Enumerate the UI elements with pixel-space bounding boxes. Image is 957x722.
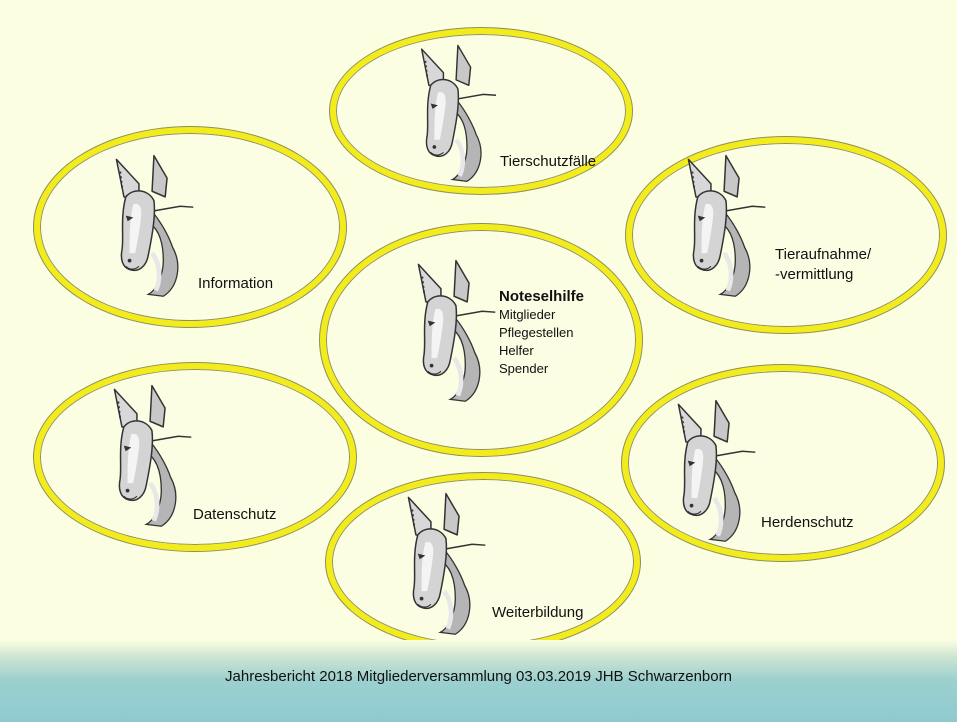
center-line-pflegestellen: Pflegestellen [499, 324, 584, 342]
donkey-head-icon [410, 255, 500, 405]
donkey-head-icon [400, 488, 490, 638]
donkey-head-icon [106, 380, 196, 530]
bubble-label-tierschutzfaelle: Tierschutzfälle [500, 153, 596, 171]
bubble-label-datenschutz: Datenschutz [193, 506, 276, 524]
center-text-block: Noteselhilfe Mitglieder Pflegestellen He… [499, 288, 584, 378]
bubble-label-weiterbildung: Weiterbildung [492, 604, 583, 622]
bubble-label-information: Information [198, 275, 273, 293]
bubble-label-herdenschutz: Herdenschutz [761, 514, 854, 532]
center-line-mitglieder: Mitglieder [499, 306, 584, 324]
donkey-head-icon [412, 40, 502, 185]
bubble-label-tieraufnahme-1: Tieraufnahme/ [775, 246, 871, 264]
center-line-spender: Spender [499, 360, 584, 378]
donkey-head-icon [108, 150, 198, 300]
bubble-tieraufnahme [626, 137, 946, 333]
center-line-helfer: Helfer [499, 342, 584, 360]
footer-text: Jahresbericht 2018 Mitgliederversammlung… [0, 668, 957, 685]
bubble-label-tieraufnahme-2: -vermittlung [775, 266, 853, 284]
donkey-head-icon [680, 150, 770, 300]
center-title: Noteselhilfe [499, 288, 584, 306]
donkey-head-icon [670, 395, 760, 545]
